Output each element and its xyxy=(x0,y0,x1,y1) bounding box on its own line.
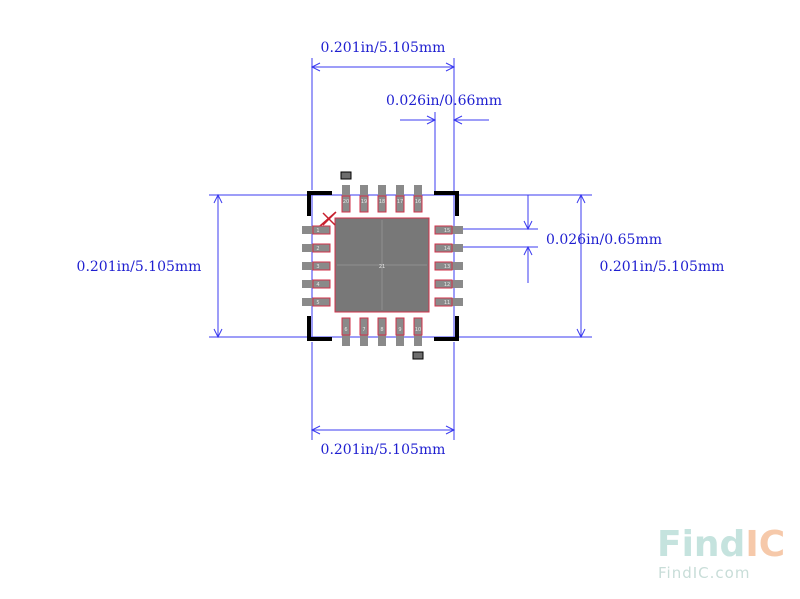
pin-number: 6 xyxy=(344,327,347,333)
dimension-left-height xyxy=(209,193,312,339)
watermark-url: FindIC.com xyxy=(658,564,750,582)
top-width-label: 0.201in/5.105mm xyxy=(321,40,446,56)
pad-width-label: 0.026in/0.66mm xyxy=(386,93,502,109)
watermark-logo: FindIC xyxy=(657,524,785,565)
pin-number: 18 xyxy=(379,199,385,205)
pin-number: 19 xyxy=(361,199,367,205)
pin-number: 9 xyxy=(398,327,401,333)
pin-number: 3 xyxy=(316,264,319,270)
pin-left: 5 xyxy=(302,297,331,307)
watermark-logo-find: Find xyxy=(657,524,745,565)
pin-number: 15 xyxy=(444,228,450,234)
pin-left: 4 xyxy=(302,279,331,289)
pin-right: 15 xyxy=(434,225,463,235)
pins-top: 20 19 18 17 16 xyxy=(341,185,423,213)
pin-right: 14 xyxy=(434,243,463,253)
center-pad-label: 21 xyxy=(379,264,385,270)
left-height-label: 0.201in/5.105mm xyxy=(77,259,202,275)
pin-bottom: 6 xyxy=(341,317,351,346)
pin-bottom: 10 xyxy=(413,317,423,346)
pin-number: 4 xyxy=(316,282,319,288)
dimension-right-height xyxy=(454,193,592,339)
pin-top: 17 xyxy=(395,185,405,213)
pin-number: 5 xyxy=(316,300,319,306)
pin-right: 11 xyxy=(434,297,463,307)
pin-left: 1 xyxy=(302,225,331,235)
pin-number: 7 xyxy=(362,327,365,333)
pin-left: 2 xyxy=(302,243,331,253)
pin-number: 12 xyxy=(444,282,450,288)
dimension-pitch xyxy=(450,195,538,283)
silkscreen-corners xyxy=(307,191,459,341)
pin-top: 18 xyxy=(377,185,387,213)
watermark-logo-ic: IC xyxy=(745,524,785,565)
pin-top: 16 xyxy=(413,185,423,213)
pin-number: 20 xyxy=(343,199,349,205)
pin-number: 1 xyxy=(316,228,319,234)
right-height-label: 0.201in/5.105mm xyxy=(600,259,725,275)
pitch-label: 0.026in/0.65mm xyxy=(546,232,662,248)
dimension-pad-width xyxy=(400,112,489,195)
pin-number: 11 xyxy=(444,300,450,306)
pin-number: 17 xyxy=(397,199,403,205)
center-pad: 21 xyxy=(334,217,430,313)
pin-number: 8 xyxy=(380,327,383,333)
pin-number: 16 xyxy=(415,199,421,205)
orientation-marker-top xyxy=(340,171,352,180)
pin-right: 13 xyxy=(434,261,463,271)
pin-top: 19 xyxy=(359,185,369,213)
dimension-top-width xyxy=(310,58,456,190)
bottom-width-label: 0.201in/5.105mm xyxy=(321,442,446,458)
pins-right: 15 14 13 12 11 xyxy=(434,225,463,307)
pins-bottom: 6 7 8 9 10 xyxy=(341,317,423,346)
pin-number: 2 xyxy=(316,246,319,252)
pins-left: 1 2 3 4 5 xyxy=(302,225,331,307)
orientation-marker-bottom xyxy=(412,351,424,360)
pin-bottom: 8 xyxy=(377,317,387,346)
pin-bottom: 7 xyxy=(359,317,369,346)
pin-number: 13 xyxy=(444,264,450,270)
pin-number: 14 xyxy=(444,246,450,252)
findic-watermark: FindIC FindIC.com xyxy=(657,524,785,582)
pin-bottom: 9 xyxy=(395,317,405,346)
pin-left: 3 xyxy=(302,261,331,271)
dimension-bottom-width xyxy=(310,342,456,440)
pin-right: 12 xyxy=(434,279,463,289)
pin-number: 10 xyxy=(415,327,421,333)
pin-top: 20 xyxy=(341,185,351,213)
